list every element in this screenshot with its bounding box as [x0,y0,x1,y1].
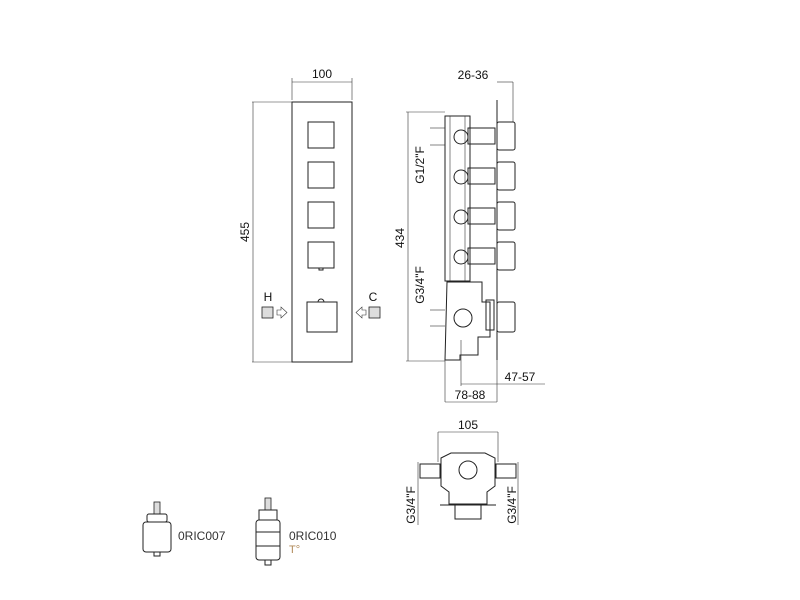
left-connection-label: G3/4"F [404,486,418,524]
valve-stems [453,121,516,271]
plate-depth-dim: 26-36 [458,68,489,82]
right-connection-label: G3/4"F [505,486,519,524]
knob-4 [307,241,335,269]
cartridge-code: 0RIC010 [289,529,337,543]
hot-label: H [264,290,273,304]
cold-label: C [369,290,378,304]
thermostat-knob [306,301,338,333]
top-view: 105 G3/4"F G3/4"F [404,418,519,525]
front-height-dim: 455 [238,222,252,242]
side-height-dim: 434 [393,228,407,248]
lower-connection-label: G3/4"F [413,266,427,304]
thermostat-knob-side [496,301,516,333]
thermostatic-note: T° [289,544,300,556]
hot-symbol-icon [261,306,274,319]
front-width-dim: 100 [312,67,332,81]
cartridge-0RIC007: 0RIC007 [142,501,226,557]
upper-connection-label: G1/2"F [413,146,427,184]
knob-depth-dim: 47-57 [505,370,536,384]
cartridge-0RIC010: 0RIC010 T° [255,497,337,566]
cold-symbol-icon [368,306,381,319]
arrow-left-icon [355,306,367,319]
thermostat-knob-top [454,504,482,520]
front-panel [291,101,353,363]
front-view: 100 455 H C [238,67,381,363]
top-width-dim: 105 [458,418,478,432]
right-inlet [495,463,517,479]
side-view: 434 G1/2"F G3/4"F 26-36 47-57 78-88 [393,68,545,403]
arrow-right-icon [276,306,288,319]
knob-3 [307,201,335,229]
cartridge-code: 0RIC007 [178,529,226,543]
mixer-top [440,452,496,505]
knob-1 [307,121,335,149]
left-inlet [419,463,441,479]
total-depth-dim: 78-88 [455,388,486,402]
mixer-body [444,281,491,361]
valve-body [444,115,471,282]
knob-2 [307,161,335,189]
